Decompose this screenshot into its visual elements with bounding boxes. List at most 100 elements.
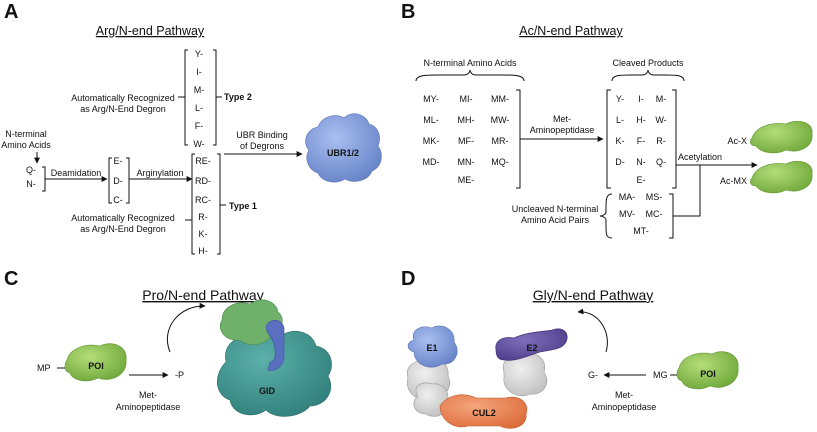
recognized-text: as Arg/N-End Degron xyxy=(80,224,166,234)
residue: ML- xyxy=(423,115,439,125)
residue: L- xyxy=(195,103,203,113)
ubr-binding-label: UBR Binding xyxy=(236,130,288,140)
product-label: -P xyxy=(175,370,184,380)
residue: MT- xyxy=(633,226,649,236)
residue: RD- xyxy=(195,176,211,186)
recognized-text: as Arg/N-End Degron xyxy=(80,104,166,114)
acetylation-label: Acetylation xyxy=(678,152,722,162)
met-label: Aminopeptidase xyxy=(530,125,595,135)
bracket-right xyxy=(516,89,521,189)
residue: E- xyxy=(114,156,123,166)
bracket-right xyxy=(669,193,674,239)
ubr-binding-label: of Degrons xyxy=(240,141,285,151)
uncleaved-label: Uncleaved N-terminal xyxy=(512,204,599,214)
product-label: Ac-MX xyxy=(720,176,747,186)
met-label: Met- xyxy=(139,390,157,400)
recognized-text: Automatically Recognized xyxy=(71,213,175,223)
poi-icon: POI xyxy=(64,343,127,382)
recognized-text: Automatically Recognized xyxy=(71,93,175,103)
residue: MQ- xyxy=(491,157,509,167)
residue: F- xyxy=(195,121,204,131)
bracket-right xyxy=(672,89,677,189)
residue: MM- xyxy=(491,94,509,104)
residue: N- xyxy=(636,157,646,167)
poi-label: POI xyxy=(88,361,104,371)
nterm-label: N-terminal xyxy=(5,129,47,139)
residue: MD- xyxy=(423,157,440,167)
panel-d: D Gly/N-end Pathway E1 CUL2 E2 G- MG POI xyxy=(401,268,739,429)
residue: M- xyxy=(656,94,667,104)
residue: H- xyxy=(198,246,208,256)
cleaved-header: Cleaved Products xyxy=(612,58,684,68)
poi-icon: POI xyxy=(676,351,739,390)
bracket-left xyxy=(606,89,611,189)
deamidation-label: Deamidation xyxy=(51,168,102,178)
residue: RC- xyxy=(195,195,211,205)
panel-b-title: Ac/N-end Pathway xyxy=(519,24,623,38)
cul2-label: CUL2 xyxy=(472,408,496,418)
residue: H- xyxy=(636,115,646,125)
residue: K- xyxy=(199,229,208,239)
residue: Q- xyxy=(26,165,36,175)
residue: MW- xyxy=(491,115,510,125)
residue: ME- xyxy=(458,175,475,185)
residue: F- xyxy=(637,136,646,146)
panel-c-title: Pro/N-end Pathway xyxy=(142,287,263,303)
gid-label: GID xyxy=(259,386,276,396)
brace-left xyxy=(599,193,613,239)
residue: E- xyxy=(637,175,646,185)
type2-label: Type 2 xyxy=(224,92,252,102)
residue: D- xyxy=(615,157,625,167)
residue: MI- xyxy=(460,94,473,104)
bracket-right xyxy=(217,153,221,255)
ubr-label: UBR1/2 xyxy=(327,148,359,158)
arginylation-label: Arginylation xyxy=(136,168,183,178)
panel-a-title: Arg/N-end Pathway xyxy=(96,24,205,38)
panel-letter-a: A xyxy=(4,1,18,23)
met-label: Aminopeptidase xyxy=(116,402,181,412)
residue: Y- xyxy=(616,94,624,104)
panel-d-title: Gly/N-end Pathway xyxy=(533,287,654,303)
mg-label: MG xyxy=(653,370,668,380)
uncleaved-label: Amino Acid Pairs xyxy=(521,215,590,225)
residue: MK- xyxy=(423,136,440,146)
residue: W- xyxy=(193,139,204,149)
met-label: Met- xyxy=(615,390,633,400)
residue: MR- xyxy=(492,136,509,146)
residue: MF- xyxy=(458,136,474,146)
residue: Y- xyxy=(195,49,203,59)
residue: MS- xyxy=(646,192,663,202)
nterm-label: Amino Acids xyxy=(1,140,51,150)
residue: MC- xyxy=(646,209,663,219)
residue: M- xyxy=(194,85,205,95)
e1-label: E1 xyxy=(426,343,437,353)
ubr-protein-icon: UBR1/2 xyxy=(305,113,382,183)
residue: MA- xyxy=(619,192,636,202)
curved-arrow xyxy=(166,302,206,353)
residue: C- xyxy=(113,195,123,205)
acetylated-protein-icon xyxy=(750,121,813,154)
e3-complex-icon: E1 CUL2 E2 xyxy=(406,325,568,429)
residue: Q- xyxy=(656,157,666,167)
type1-label: Type 1 xyxy=(229,201,257,211)
residue: K- xyxy=(616,136,625,146)
residue: I- xyxy=(196,67,202,77)
acetylated-protein-icon xyxy=(750,161,813,194)
residue: MV- xyxy=(619,209,635,219)
product-label: G- xyxy=(588,370,598,380)
curved-arrow xyxy=(577,308,608,353)
residue: N- xyxy=(26,179,36,189)
residue: MN- xyxy=(458,157,475,167)
residue: R- xyxy=(198,212,208,222)
residue: W- xyxy=(655,115,666,125)
bracket-left xyxy=(108,157,112,204)
mp-label: MP xyxy=(37,363,51,373)
residue: R- xyxy=(656,136,666,146)
panel-a: A Arg/N-end Pathway Automatically Recogn… xyxy=(1,1,382,256)
nterm-header: N-terminal Amino Acids xyxy=(423,58,517,68)
residue: RE- xyxy=(195,156,211,166)
panel-c: C Pro/N-end Pathway MP POI -P Met- Amino… xyxy=(4,268,332,417)
residue: I- xyxy=(638,94,644,104)
residue: MY- xyxy=(423,94,439,104)
